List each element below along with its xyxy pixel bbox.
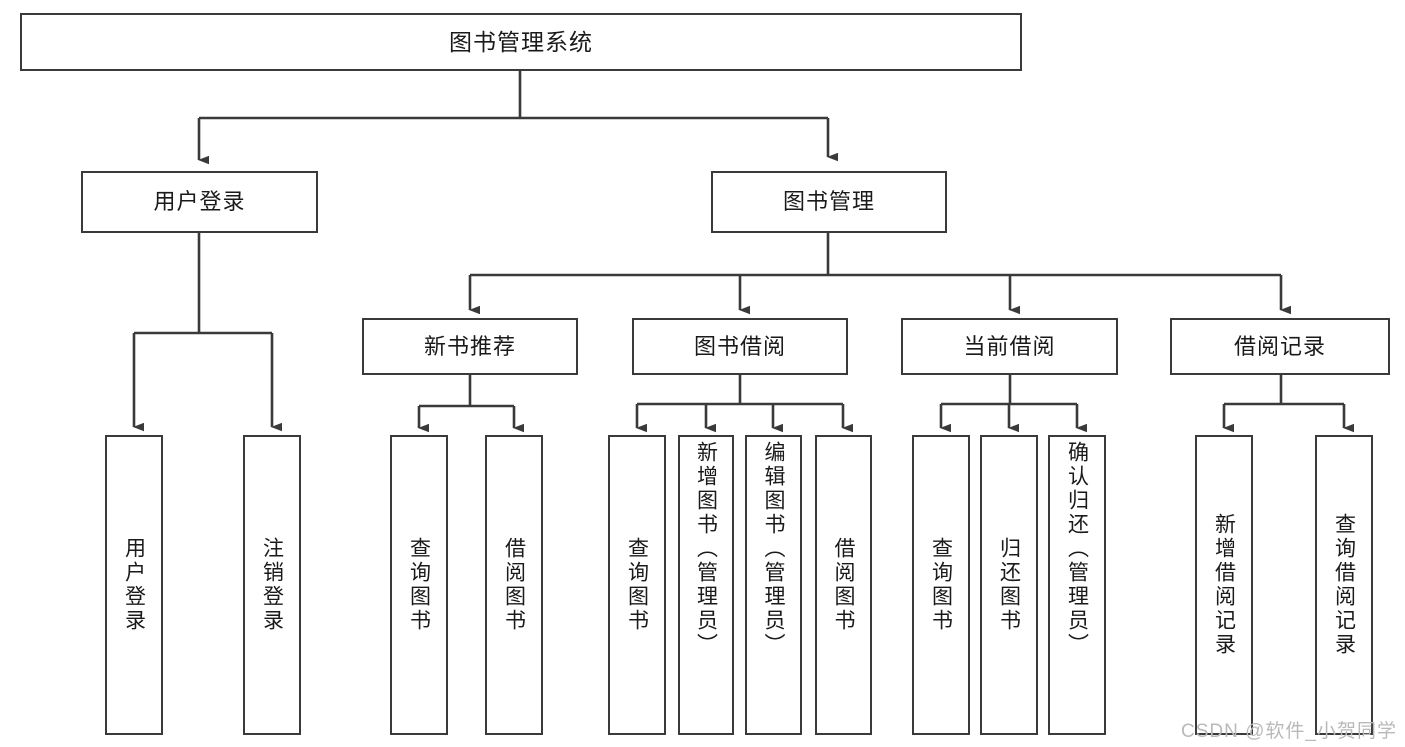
node-label: 新书推荐 (423, 333, 516, 359)
node-label: 注销登录 (260, 537, 284, 633)
node-leaf-user-login[interactable]: 用户登录 (105, 435, 163, 735)
node-root-system[interactable]: 图书管理系统 (20, 13, 1022, 71)
node-leaf-add-book[interactable]: 新增图书（管理员） (678, 435, 734, 735)
node-current-borrow[interactable]: 当前借阅 (901, 318, 1118, 375)
node-leaf-query-book-2[interactable]: 查询图书 (608, 435, 666, 735)
node-label: 图书管理 (782, 189, 875, 214)
node-label: 图书借阅 (693, 333, 786, 359)
node-label: 确认归还（管理员） (1065, 441, 1089, 657)
node-leaf-query-record[interactable]: 查询借阅记录 (1315, 435, 1373, 735)
node-label: 当前借阅 (963, 333, 1056, 359)
node-leaf-add-record[interactable]: 新增借阅记录 (1195, 435, 1253, 735)
node-label: 归还图书 (997, 537, 1021, 633)
node-leaf-return-book[interactable]: 归还图书 (980, 435, 1038, 735)
node-label: 查询图书 (929, 537, 953, 633)
node-leaf-query-book-1[interactable]: 查询图书 (390, 435, 448, 735)
node-label: 查询图书 (625, 537, 649, 633)
node-user-login[interactable]: 用户登录 (81, 171, 318, 233)
node-label: 编辑图书（管理员） (762, 441, 785, 657)
node-leaf-user-logout[interactable]: 注销登录 (243, 435, 301, 735)
node-borrow-record[interactable]: 借阅记录 (1170, 318, 1390, 375)
node-label: 新增图书（管理员） (694, 441, 718, 657)
node-book-manage[interactable]: 图书管理 (711, 171, 947, 233)
node-leaf-borrow-book-1[interactable]: 借阅图书 (485, 435, 543, 735)
node-label: 查询图书 (407, 537, 431, 633)
node-book-borrow[interactable]: 图书借阅 (632, 318, 848, 375)
node-leaf-edit-book[interactable]: 编辑图书（管理员） (745, 435, 802, 735)
node-label: 查询借阅记录 (1332, 513, 1356, 657)
node-label: 借阅图书 (502, 537, 526, 633)
node-new-book-recommend[interactable]: 新书推荐 (362, 318, 578, 375)
node-leaf-query-book-3[interactable]: 查询图书 (912, 435, 970, 735)
watermark-text: CSDN @软件_小贺同学 (1181, 721, 1397, 742)
node-label: 新增借阅记录 (1212, 513, 1236, 657)
node-label: 图书管理系统 (449, 28, 593, 55)
node-label: 用户登录 (122, 537, 146, 633)
node-leaf-borrow-book-2[interactable]: 借阅图书 (815, 435, 872, 735)
node-label: 用户登录 (153, 189, 246, 214)
node-label: 借阅图书 (832, 537, 855, 633)
node-leaf-confirm-return[interactable]: 确认归还（管理员） (1048, 435, 1106, 735)
node-label: 借阅记录 (1233, 333, 1326, 359)
